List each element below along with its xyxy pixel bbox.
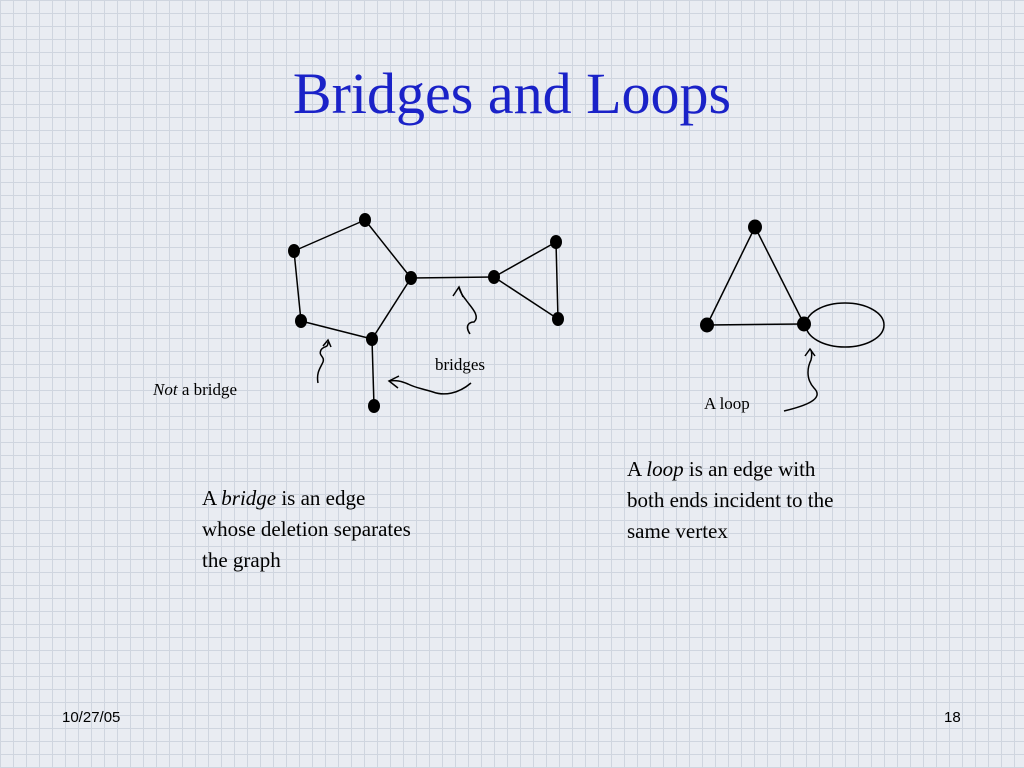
triangle-edge: [493, 241, 557, 278]
bridge-definition-line-2: whose deletion separates: [202, 517, 411, 541]
not-bridge-pointer-head: [322, 338, 332, 348]
bridge-def-line1-rest: is an edge: [276, 486, 366, 510]
loop-term: loop: [646, 457, 684, 481]
graph-edge: [293, 250, 302, 322]
triangle-edge: [493, 276, 559, 320]
loop-graph-vertex: [797, 316, 811, 332]
loop-graph-edge: [706, 226, 756, 326]
page-number: 18: [944, 709, 961, 726]
bridge-definition-line-3: the graph: [202, 548, 281, 572]
loop-graph-edge: [754, 226, 805, 325]
graph-edge: [300, 320, 373, 340]
loop-definition-line-1: A loop is an edge with: [627, 454, 833, 485]
graph-vertex: [288, 244, 300, 258]
graph-vertex: [366, 332, 378, 346]
graph-vertex: [368, 399, 380, 413]
loop-def-line1-rest: is an edge with: [683, 457, 816, 481]
not-italic-text: Not: [153, 380, 178, 399]
pendant-bridge-edge: [371, 338, 375, 407]
graph-vertex: [552, 312, 564, 326]
loop-graph-edge: [706, 323, 805, 326]
graph-vertex: [359, 213, 371, 227]
graph-edge: [371, 277, 412, 340]
footer-date: 10/27/05: [62, 709, 121, 726]
graph-vertex: [550, 235, 562, 249]
bridge-def-prefix: A: [202, 486, 222, 510]
graph-vertex: [488, 270, 500, 284]
bridges-label: bridges: [435, 355, 486, 374]
loop-edge: [805, 302, 885, 348]
slide-title: Bridges and Loops: [292, 61, 732, 126]
not-bridge-pointer: [316, 341, 329, 384]
bridge-edge: [410, 276, 495, 279]
graph-edge: [364, 219, 412, 279]
bridge-definition-line-1: A bridge is an edge: [202, 483, 411, 514]
loop-pointer: [783, 349, 818, 412]
a-loop-label: A loop: [704, 394, 750, 413]
triangle-edge: [555, 241, 559, 320]
loop-definition-line-2: both ends incident to the: [627, 488, 834, 512]
bridge-definition: A bridge is an edge whose deletion separ…: [202, 483, 411, 576]
loop-pointer-head: [804, 347, 816, 357]
bridge-term: bridge: [221, 486, 277, 510]
not-a-bridge-label: Not a bridge: [153, 380, 237, 400]
loop-definition: A loop is an edge with both ends inciden…: [627, 454, 833, 547]
bridge-pointer-lower: [388, 379, 472, 395]
loop-definition-line-3: same vertex: [627, 519, 728, 543]
bridge-pointer-lower-head: [387, 375, 400, 389]
loop-def-prefix: A: [627, 457, 647, 481]
loop-graph-vertex: [748, 219, 762, 235]
graph-edge: [293, 219, 366, 252]
loop-graph-vertex: [700, 317, 714, 333]
graph-vertex: [295, 314, 307, 328]
graph-vertex: [405, 271, 417, 285]
bridge-pointer-upper-head: [452, 285, 464, 298]
a-bridge-text: a bridge: [177, 380, 238, 399]
